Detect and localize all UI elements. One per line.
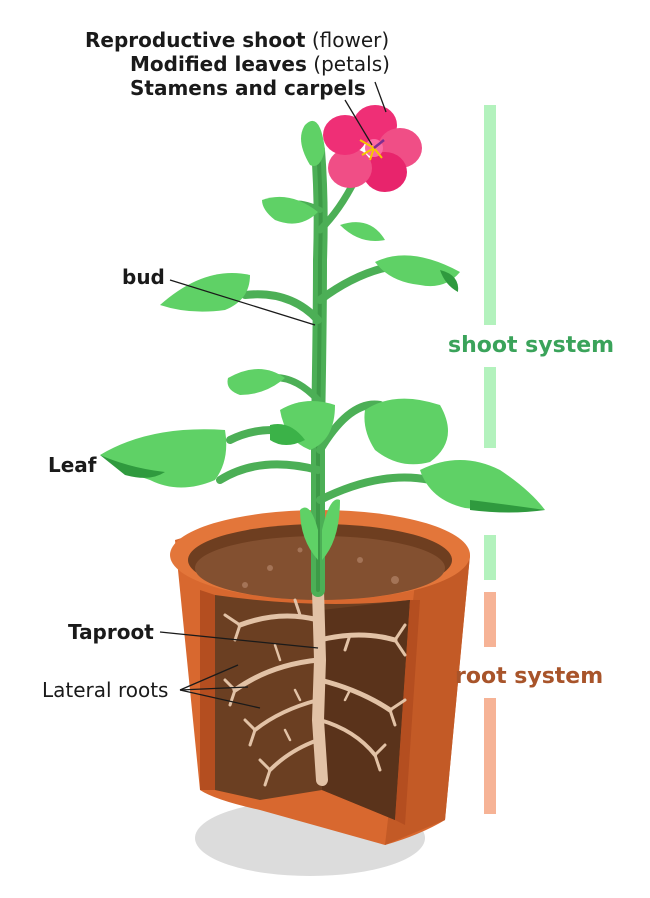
root-bar-lower	[484, 698, 496, 814]
label-reproductive-paren: (flower)	[311, 28, 390, 52]
leaf-mid-left	[160, 273, 250, 312]
leaves	[100, 120, 545, 560]
stamens	[359, 139, 383, 161]
shoot-bar-bottom	[484, 535, 496, 580]
leaf-upper-left	[262, 196, 318, 224]
label-shoot-system: shoot system	[448, 333, 615, 358]
label-reproductive-shoot: Reproductive shoot (flower)	[85, 28, 389, 52]
label-stamens-carpels: Stamens and carpels	[130, 76, 366, 100]
label-taproot: Taproot	[68, 620, 154, 644]
root-system	[223, 584, 407, 787]
leaf-upper-right	[340, 222, 385, 241]
label-root-system: root system	[455, 664, 604, 689]
leaf-right-big	[420, 460, 545, 511]
leader-stamens	[344, 99, 373, 146]
root-bar-upper	[484, 592, 496, 647]
taproot	[311, 584, 328, 786]
leaf-right-upper	[364, 398, 448, 465]
leader-lateral-1	[179, 664, 239, 691]
label-reproductive-bold: Reproductive shoot	[85, 28, 306, 52]
leaf-mid-right	[375, 255, 460, 287]
shoot-bar-lower	[484, 368, 496, 448]
label-leaf: Leaf	[48, 453, 97, 477]
label-bud: bud	[122, 265, 165, 289]
leader-lateral-2	[179, 686, 249, 691]
leader-taproot	[159, 631, 319, 649]
label-modified-leaves: Modified leaves (petals)	[130, 52, 390, 76]
flower	[323, 105, 422, 192]
label-modified-bold: Modified leaves	[130, 52, 307, 76]
leader-reproductive	[374, 81, 387, 113]
leaf-top	[301, 120, 325, 166]
leaf-left-big	[100, 429, 227, 488]
leader-lateral-3	[179, 689, 261, 709]
label-lateral-roots: Lateral roots	[42, 678, 169, 702]
leaf-small-left	[227, 369, 285, 395]
label-modified-paren: (petals)	[313, 52, 390, 76]
leader-bud	[169, 279, 316, 326]
flower-pot	[170, 510, 470, 845]
